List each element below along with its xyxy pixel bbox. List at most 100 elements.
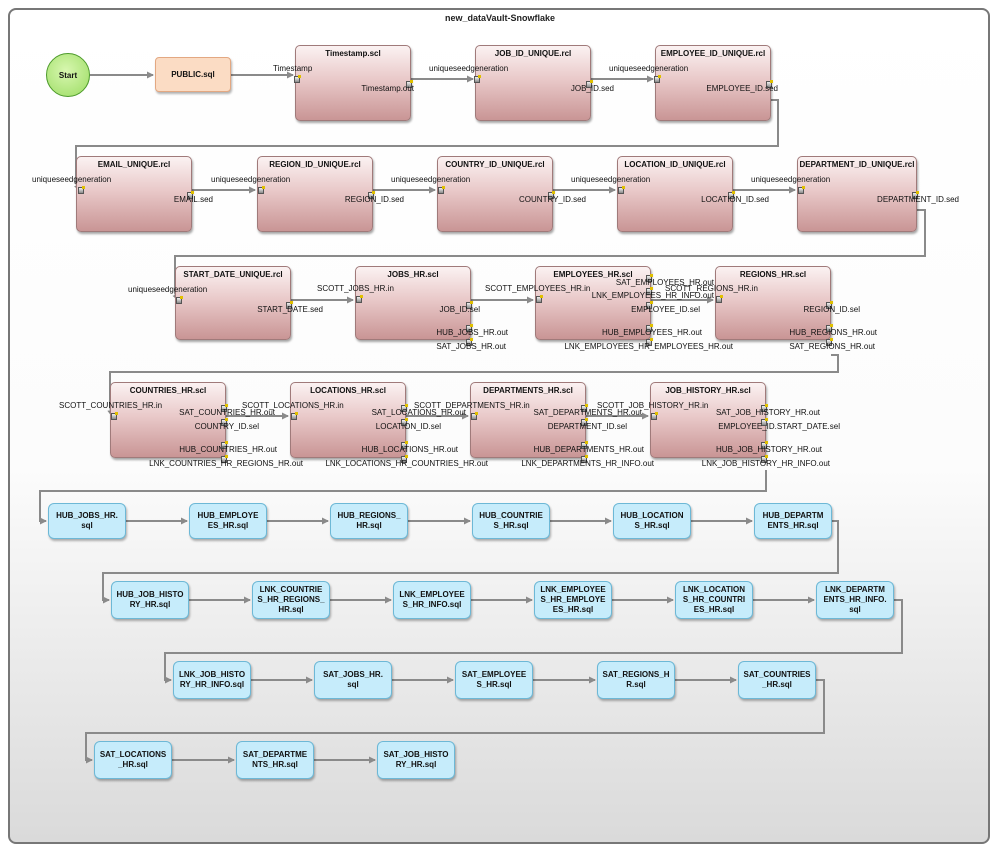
scl-node[interactable]: LOCATION_ID_UNIQUE.rcl	[617, 156, 733, 232]
output-port[interactable]	[368, 191, 375, 199]
sql-node[interactable]: HUB_REGIONS_ HR.sql	[330, 503, 408, 539]
output-port[interactable]	[581, 404, 588, 412]
output-port[interactable]	[586, 80, 593, 88]
scl-node[interactable]: JOB_HISTORY_HR.scl	[650, 382, 766, 458]
sql-node[interactable]: HUB_COUNTRIE S_HR.sql	[472, 503, 550, 539]
output-port[interactable]	[826, 338, 833, 346]
output-port[interactable]	[187, 191, 194, 199]
output-port[interactable]	[646, 338, 653, 346]
output-port-label: COUNTRY_ID.sed	[519, 195, 586, 204]
input-port[interactable]	[176, 296, 183, 304]
input-port[interactable]	[471, 412, 478, 420]
sql-node[interactable]: LNK_COUNTRIE S_HR_REGIONS_ HR.sql	[252, 581, 330, 619]
input-port-label: uniqueseedgeneration	[128, 285, 208, 294]
output-port[interactable]	[221, 441, 228, 449]
output-port[interactable]	[761, 441, 768, 449]
output-port[interactable]	[581, 418, 588, 426]
sql-node[interactable]: SAT_REGIONS_H R.sql	[597, 661, 675, 699]
output-port[interactable]	[401, 418, 408, 426]
output-port[interactable]	[761, 418, 768, 426]
input-port[interactable]	[651, 412, 658, 420]
input-port[interactable]	[78, 186, 85, 194]
input-port[interactable]	[654, 75, 661, 83]
sql-node[interactable]: LNK_EMPLOYEE S_HR_EMPLOYE ES_HR.sql	[534, 581, 612, 619]
scl-node-title: DEPARTMENTS_HR.scl	[483, 386, 573, 395]
output-port[interactable]	[646, 274, 653, 282]
sql-node[interactable]: SAT_JOB_HISTO RY_HR.sql	[377, 741, 455, 779]
output-port[interactable]	[646, 287, 653, 295]
scl-node[interactable]: REGION_ID_UNIQUE.rcl	[257, 156, 373, 232]
sql-node[interactable]: HUB_DEPARTM ENTS_HR.sql	[754, 503, 832, 539]
scl-node[interactable]: EMPLOYEE_ID_UNIQUE.rcl	[655, 45, 771, 121]
output-port[interactable]	[581, 441, 588, 449]
output-port[interactable]	[221, 455, 228, 463]
output-port[interactable]	[221, 418, 228, 426]
output-port[interactable]	[401, 455, 408, 463]
input-port[interactable]	[536, 295, 543, 303]
scl-node[interactable]: JOBS_HR.scl	[355, 266, 471, 340]
output-port[interactable]	[401, 404, 408, 412]
scl-node[interactable]: EMPLOYEES_HR.scl	[535, 266, 651, 340]
sql-node[interactable]: LNK_DEPARTM ENTS_HR_INFO. sql	[816, 581, 894, 619]
sql-node-label: LNK_COUNTRIE S_HR_REGIONS_ HR.sql	[257, 585, 325, 614]
input-port[interactable]	[474, 75, 481, 83]
input-port-label: SCOTT_LOCATIONS_HR.in	[242, 401, 344, 410]
output-port[interactable]	[761, 404, 768, 412]
scl-node-title: REGION_ID_UNIQUE.rcl	[269, 160, 361, 169]
output-port[interactable]	[728, 191, 735, 199]
scl-node-title: LOCATIONS_HR.scl	[310, 386, 386, 395]
output-port[interactable]	[286, 301, 293, 309]
scl-node[interactable]: LOCATIONS_HR.scl	[290, 382, 406, 458]
output-port[interactable]	[466, 338, 473, 346]
scl-node[interactable]: JOB_ID_UNIQUE.rcl	[475, 45, 591, 121]
input-port[interactable]	[294, 75, 301, 83]
sql-node[interactable]: SAT_DEPARTME NTS_HR.sql	[236, 741, 314, 779]
output-port[interactable]	[406, 80, 413, 88]
sql-node[interactable]: LNK_JOB_HISTO RY_HR_INFO.sql	[173, 661, 251, 699]
output-port[interactable]	[646, 324, 653, 332]
output-port[interactable]	[548, 191, 555, 199]
scl-node[interactable]: REGIONS_HR.scl	[715, 266, 831, 340]
input-port[interactable]	[356, 295, 363, 303]
output-port[interactable]	[466, 301, 473, 309]
input-port[interactable]	[618, 186, 625, 194]
output-port-label: SAT_JOBS_HR.out	[436, 342, 506, 351]
input-port[interactable]	[291, 412, 298, 420]
output-port[interactable]	[912, 191, 919, 199]
sql-node[interactable]: HUB_JOB_HISTO RY_HR.sql	[111, 581, 189, 619]
start-node[interactable]: Start	[46, 53, 90, 97]
input-port[interactable]	[111, 412, 118, 420]
output-port[interactable]	[761, 455, 768, 463]
scl-node[interactable]: Timestamp.scl	[295, 45, 411, 121]
output-port[interactable]	[826, 301, 833, 309]
public-sql-node[interactable]: PUBLIC.sql	[155, 57, 231, 92]
sql-node[interactable]: HUB_EMPLOYE ES_HR.sql	[189, 503, 267, 539]
scl-node[interactable]: START_DATE_UNIQUE.rcl	[175, 266, 291, 340]
scl-node[interactable]: DEPARTMENT_ID_UNIQUE.rcl	[797, 156, 917, 232]
sql-node[interactable]: SAT_JOBS_HR. sql	[314, 661, 392, 699]
sql-node[interactable]: LNK_EMPLOYEE S_HR_INFO.sql	[393, 581, 471, 619]
scl-node[interactable]: COUNTRIES_HR.scl	[110, 382, 226, 458]
input-port[interactable]	[438, 186, 445, 194]
sql-node[interactable]: SAT_COUNTRIES _HR.sql	[738, 661, 816, 699]
sql-node-label: SAT_EMPLOYEE S_HR.sql	[461, 670, 527, 689]
input-port[interactable]	[798, 186, 805, 194]
sql-node[interactable]: SAT_LOCATIONS _HR.sql	[94, 741, 172, 779]
sql-node-label: HUB_JOBS_HR. sql	[56, 511, 118, 530]
sql-node[interactable]: HUB_LOCATION S_HR.sql	[613, 503, 691, 539]
input-port[interactable]	[716, 295, 723, 303]
input-port[interactable]	[258, 186, 265, 194]
sql-node[interactable]: SAT_EMPLOYEE S_HR.sql	[455, 661, 533, 699]
output-port[interactable]	[646, 301, 653, 309]
output-port[interactable]	[401, 441, 408, 449]
output-port[interactable]	[766, 80, 773, 88]
output-port[interactable]	[581, 455, 588, 463]
sql-node[interactable]: LNK_LOCATION S_HR_COUNTRI ES_HR.sql	[675, 581, 753, 619]
output-port[interactable]	[221, 404, 228, 412]
scl-node[interactable]: COUNTRY_ID_UNIQUE.rcl	[437, 156, 553, 232]
output-port[interactable]	[466, 324, 473, 332]
sql-node[interactable]: HUB_JOBS_HR. sql	[48, 503, 126, 539]
scl-node[interactable]: DEPARTMENTS_HR.scl	[470, 382, 586, 458]
output-port[interactable]	[826, 324, 833, 332]
scl-node[interactable]: EMAIL_UNIQUE.rcl	[76, 156, 192, 232]
